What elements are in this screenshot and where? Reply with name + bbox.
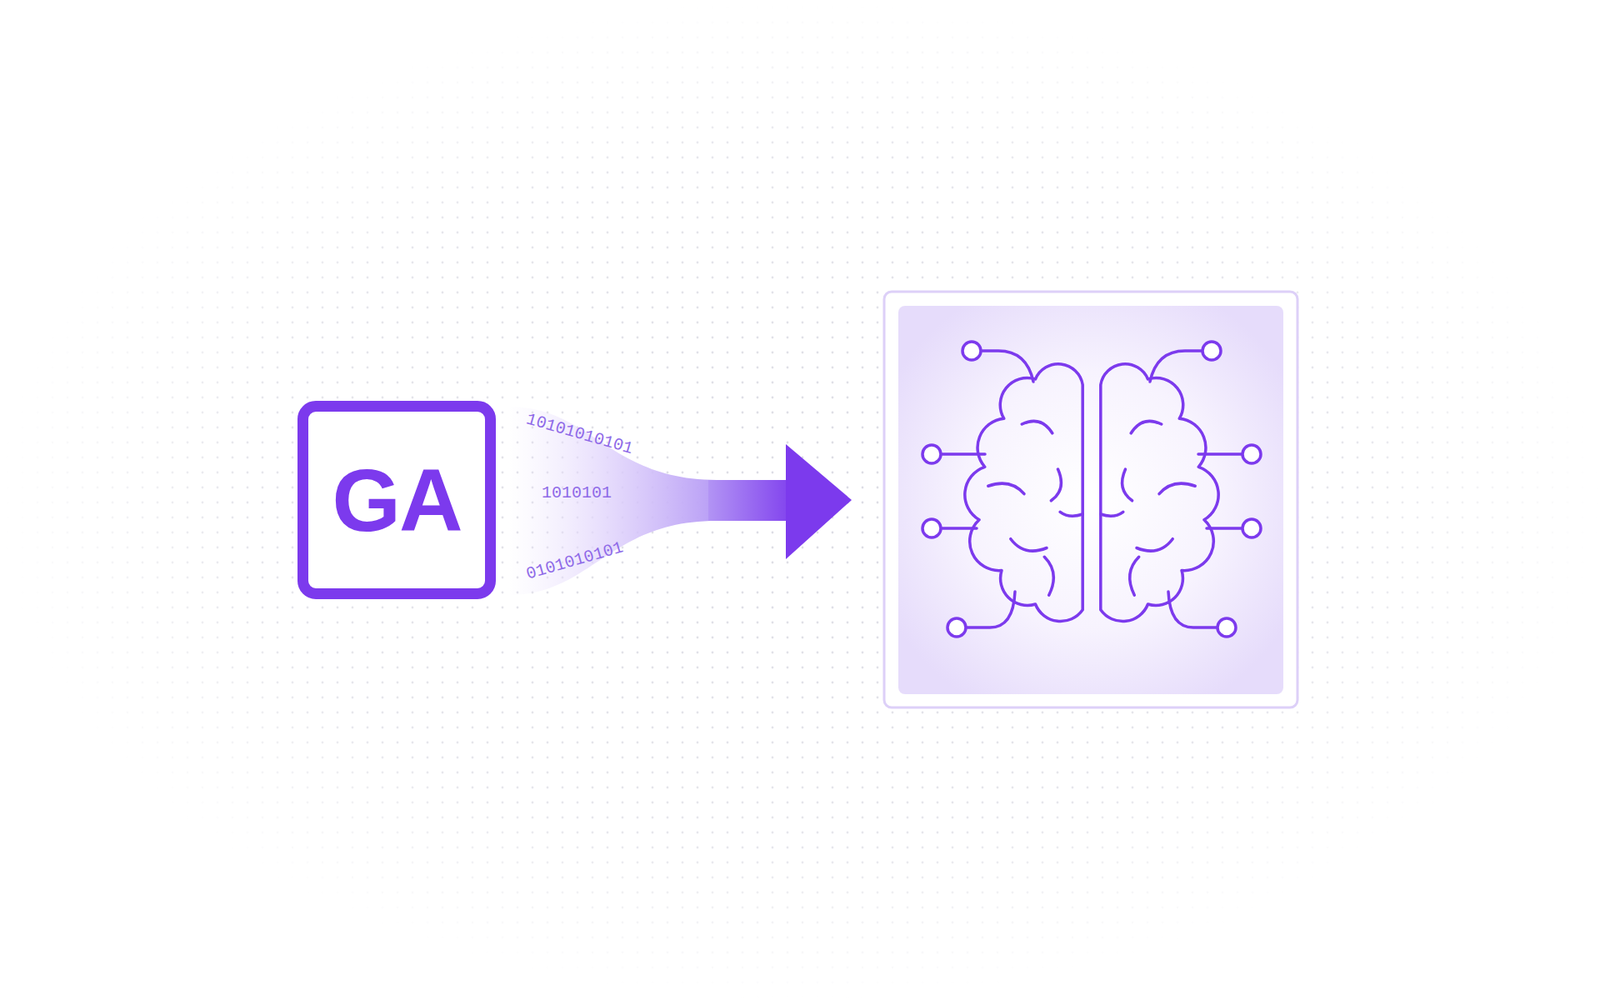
arrow-head bbox=[785, 444, 852, 560]
data-stream bbox=[508, 406, 717, 595]
brain-icon bbox=[922, 341, 1261, 637]
arrow-shaft bbox=[708, 480, 789, 521]
binary-digits: 1010101 bbox=[541, 485, 612, 502]
brain-panel bbox=[898, 305, 1284, 695]
logo-box: GA bbox=[297, 400, 496, 600]
logo-text: GA bbox=[332, 455, 462, 545]
brain-frame bbox=[884, 291, 1298, 708]
